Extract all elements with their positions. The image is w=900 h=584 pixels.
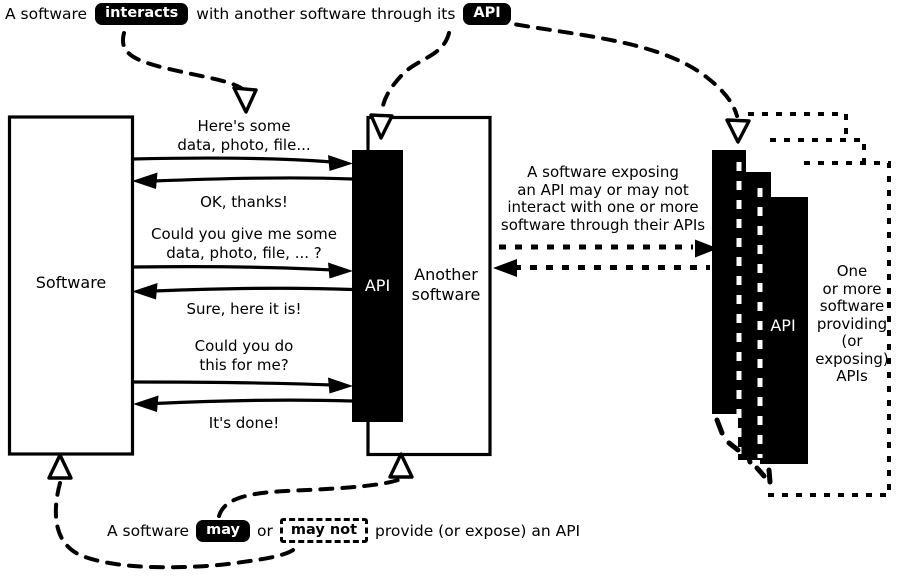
arrowhead-right-1	[328, 155, 353, 171]
arrow-line-5	[132, 380, 333, 387]
curve-may-to-another-software	[217, 478, 400, 518]
message-5: Could you do this for me?	[130, 337, 358, 374]
arrow-line-3	[132, 265, 333, 272]
top-caption-text-2: with another software through its	[196, 4, 456, 23]
message-3-line-1: Could you give me some	[151, 225, 337, 243]
another-software-label-line-1: Another	[414, 265, 478, 284]
dotted-arrows	[493, 239, 718, 277]
arrow-line-1	[132, 156, 333, 164]
message-arrows	[132, 156, 353, 406]
api-bar-front	[760, 197, 808, 464]
exposing-note-line-2: an API may or may not	[517, 180, 689, 199]
right-api-bar-label: API	[770, 316, 796, 335]
software-box	[7, 115, 135, 456]
right-software-stack	[712, 112, 891, 497]
scatter-dashes	[714, 417, 773, 485]
arrow-line-4	[153, 286, 353, 293]
message-1: Here's some data, photo, file...	[130, 117, 358, 154]
exposing-note-line-4: software through their APIs	[500, 215, 706, 234]
api-bar-label: API	[364, 276, 391, 295]
pointer-to-right-group-icon	[725, 118, 751, 144]
right-caption-line-5: (or	[841, 332, 863, 350]
bottom-caption: A software may or may not provide (or ex…	[107, 518, 581, 544]
annotation-curves	[53, 14, 739, 570]
back-dashed-box	[748, 112, 848, 136]
api-bar	[352, 150, 403, 422]
arrowhead-left-4	[132, 283, 158, 300]
arrowhead-right-3	[328, 262, 353, 279]
bottom-caption-text-2: or	[257, 521, 273, 540]
exposing-note: A software exposing an API may or may no…	[487, 163, 719, 234]
curve-interacts-to-arrows	[121, 31, 243, 90]
triangle-pointers	[47, 86, 751, 480]
may-not-chip: may not	[279, 518, 369, 544]
right-caption-line-1: One	[836, 262, 868, 280]
message-3-line-2: data, photo, file, ... ?	[166, 243, 322, 262]
arrowhead-right-5	[328, 377, 353, 394]
message-6-line-1: It's done!	[208, 414, 280, 432]
arrow-line-6	[154, 398, 353, 406]
curve-api-chip-to-right-group	[471, 14, 739, 118]
message-1-line-1: Here's some	[197, 117, 291, 135]
arrowhead-left-2	[132, 172, 158, 189]
pointer-to-api-bar-icon	[369, 113, 394, 140]
message-3: Could you give me some data, photo, file…	[130, 225, 358, 262]
middle-dashed-box	[770, 138, 866, 164]
may-chip: may	[196, 519, 251, 542]
message-6: It's done!	[130, 414, 358, 433]
another-software-label: Another software	[402, 265, 490, 304]
dotted-arrowhead-left	[493, 259, 517, 277]
another-software-label-line-2: software	[411, 284, 481, 304]
pointer-to-another-software-icon	[388, 452, 414, 479]
message-5-line-1: Could you do	[194, 337, 294, 355]
message-4-line-1: Sure, here it is!	[186, 300, 302, 318]
message-arrowheads	[132, 155, 353, 412]
message-5-line-2: this for me?	[199, 355, 289, 374]
right-group-caption: One or more software providing (or expos…	[810, 262, 894, 386]
front-dashed-box	[768, 161, 891, 497]
top-caption-text-1: A software	[5, 4, 88, 23]
message-2: OK, thanks!	[130, 193, 358, 212]
exposing-note-line-1: A software exposing	[527, 163, 679, 181]
api-chip: API	[463, 3, 511, 25]
bottom-caption-text-1: A software	[107, 521, 190, 540]
message-2-line-1: OK, thanks!	[200, 193, 288, 211]
right-caption-line-3: software	[819, 297, 885, 315]
right-caption-line-4: providing	[816, 314, 888, 333]
message-1-line-2: data, photo, file...	[177, 135, 311, 154]
interacts-chip: interacts	[95, 3, 189, 25]
pointer-to-software-icon	[47, 453, 73, 480]
curve-maynot-to-software	[53, 481, 295, 570]
pointer-to-arrows-icon	[232, 86, 258, 114]
right-caption-line-7: APIs	[836, 367, 868, 385]
bottom-caption-text-3: provide (or expose) an API	[375, 521, 581, 540]
message-4: Sure, here it is!	[130, 300, 358, 319]
curve-api-chip-to-api-bar	[380, 31, 451, 114]
dotted-arrowhead-right	[695, 239, 718, 258]
top-caption: A software interacts with another softwa…	[5, 3, 511, 25]
exposing-note-line-3: interact with one or more	[507, 198, 699, 216]
software-box-label: Software	[35, 273, 107, 292]
right-caption-line-6: exposing)	[815, 349, 889, 368]
arrowhead-left-6	[133, 395, 159, 412]
arrow-line-2	[153, 176, 353, 183]
right-caption-line-2: or more	[822, 279, 882, 298]
